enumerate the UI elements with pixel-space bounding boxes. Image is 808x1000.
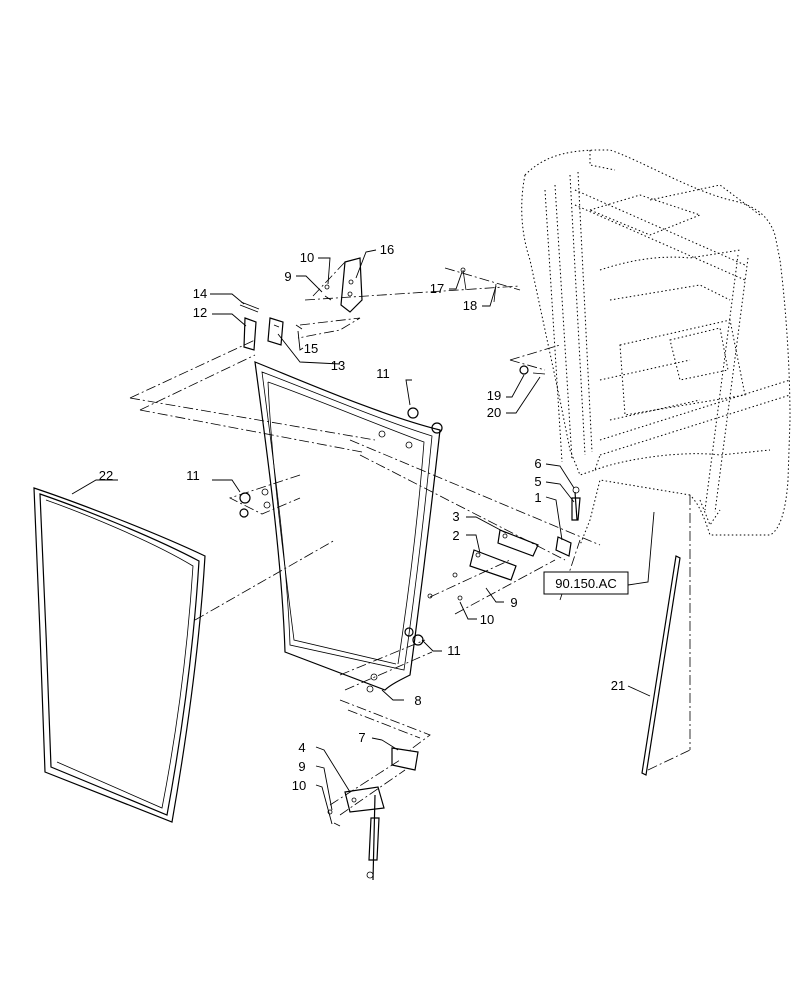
- callout-numbers: 1 2 3 4 5 6 7 8 9 9 9 10 10 10 11 11 11 …: [99, 242, 625, 793]
- upper-hinge-assembly: [239, 257, 363, 351]
- callout-3: 3: [452, 509, 459, 524]
- seal-strip: [641, 555, 681, 776]
- callout-11-top: 11: [376, 366, 390, 381]
- glass-panel: [254, 361, 441, 693]
- lower-hinge-assembly: [327, 486, 581, 881]
- callout-5: 5: [534, 474, 541, 489]
- callout-19: 19: [487, 388, 501, 403]
- callout-4: 4: [298, 740, 305, 755]
- callout-10-lower: 10: [292, 778, 306, 793]
- callout-6: 6: [534, 456, 541, 471]
- glass-seal-frame: [33, 487, 206, 823]
- reference-callout-box[interactable]: 90.150.AC: [543, 571, 629, 595]
- callout-9-upper: 9: [284, 269, 291, 284]
- callout-16: 16: [380, 242, 394, 257]
- callout-18: 18: [463, 298, 477, 313]
- callout-11-left: 11: [186, 468, 200, 483]
- callout-2: 2: [452, 528, 459, 543]
- callout-14: 14: [193, 286, 207, 301]
- callout-11-bottom: 11: [447, 643, 461, 658]
- callout-1: 1: [534, 490, 541, 505]
- callout-17: 17: [430, 281, 444, 296]
- callout-9-middle: 9: [510, 595, 517, 610]
- leader-lines: [71, 249, 655, 825]
- callout-10-middle: 10: [480, 612, 494, 627]
- callout-21: 21: [611, 678, 625, 693]
- callout-10-upper: 10: [300, 250, 314, 265]
- reference-label: 90.150.AC: [555, 576, 616, 591]
- cab-fasteners: [460, 267, 546, 375]
- callout-7: 7: [358, 730, 365, 745]
- callout-13: 13: [331, 358, 345, 373]
- callout-12: 12: [193, 305, 207, 320]
- callout-20: 20: [487, 405, 501, 420]
- callout-8: 8: [414, 693, 421, 708]
- alignment-lines: [129, 261, 691, 816]
- bushing-nuts: [239, 407, 443, 646]
- callout-15: 15: [304, 341, 318, 356]
- cab-frame: [521, 149, 791, 546]
- callout-9-lower: 9: [298, 759, 305, 774]
- callout-22: 22: [99, 468, 113, 483]
